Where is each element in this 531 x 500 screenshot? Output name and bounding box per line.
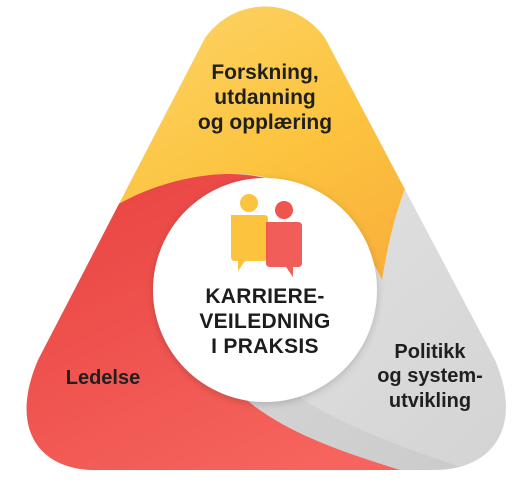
label-forskning: Forskning, utdanning og opplæring [170,60,360,136]
center-title-line: VEILEDNING [199,310,331,334]
label-forskning-line: utdanning [214,86,316,110]
label-politikk-line: utvikling [388,389,472,412]
label-forskning-line: Forskning, [211,61,319,84]
center-title-line: I PRAKSIS [211,335,319,359]
center-circle [153,178,377,402]
label-politikk: Politikk og system- utvikling [360,340,500,413]
center-title-line: KARRIERE- [205,285,325,308]
label-ledelse: Ledelse [48,366,158,390]
label-politikk-line: og system- [377,365,483,388]
label-politikk-line: Politikk [394,341,466,363]
center-title: KARRIERE- VEILEDNING I PRAKSIS [190,284,340,360]
label-forskning-line: og opplæring [197,111,333,135]
label-ledelse-line: Ledelse [65,367,141,389]
segment-ledelse [26,174,400,471]
two-people-speech-icon [231,194,302,277]
